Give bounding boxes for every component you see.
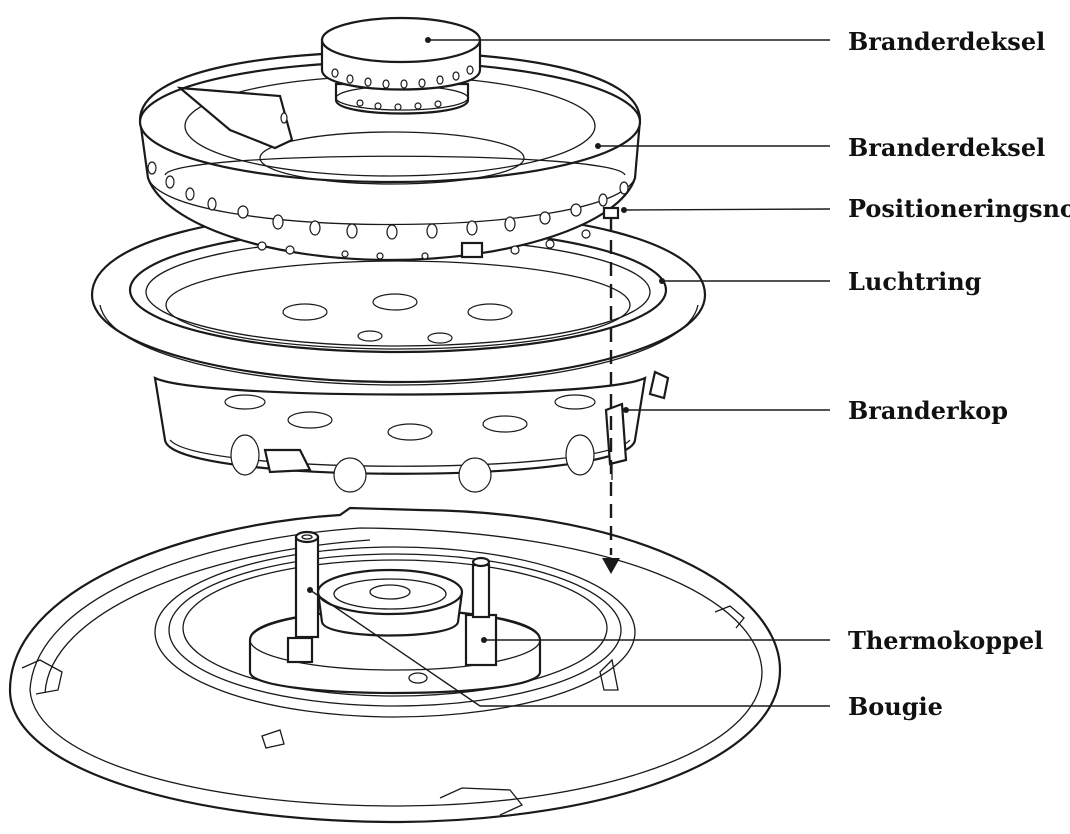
burner-ring <box>138 50 642 262</box>
assembly-arrow <box>602 218 620 574</box>
burner-head <box>153 370 670 493</box>
label-burner-cap: Branderdeksel <box>848 27 1045 56</box>
label-burner-head: Branderkop <box>848 396 1008 425</box>
label-thermocouple: Thermokoppel <box>848 626 1043 655</box>
label-spark-plug: Bougie <box>848 692 943 721</box>
base-plate <box>8 506 782 824</box>
label-burner-ring: Branderdeksel <box>848 133 1045 162</box>
label-air-ring: Luchtring <box>848 267 982 296</box>
label-positioning-cam: Positioneringsnok <box>848 194 1070 223</box>
air-ring <box>90 208 707 386</box>
leader-lines <box>307 37 831 707</box>
burner-cap <box>320 16 482 115</box>
